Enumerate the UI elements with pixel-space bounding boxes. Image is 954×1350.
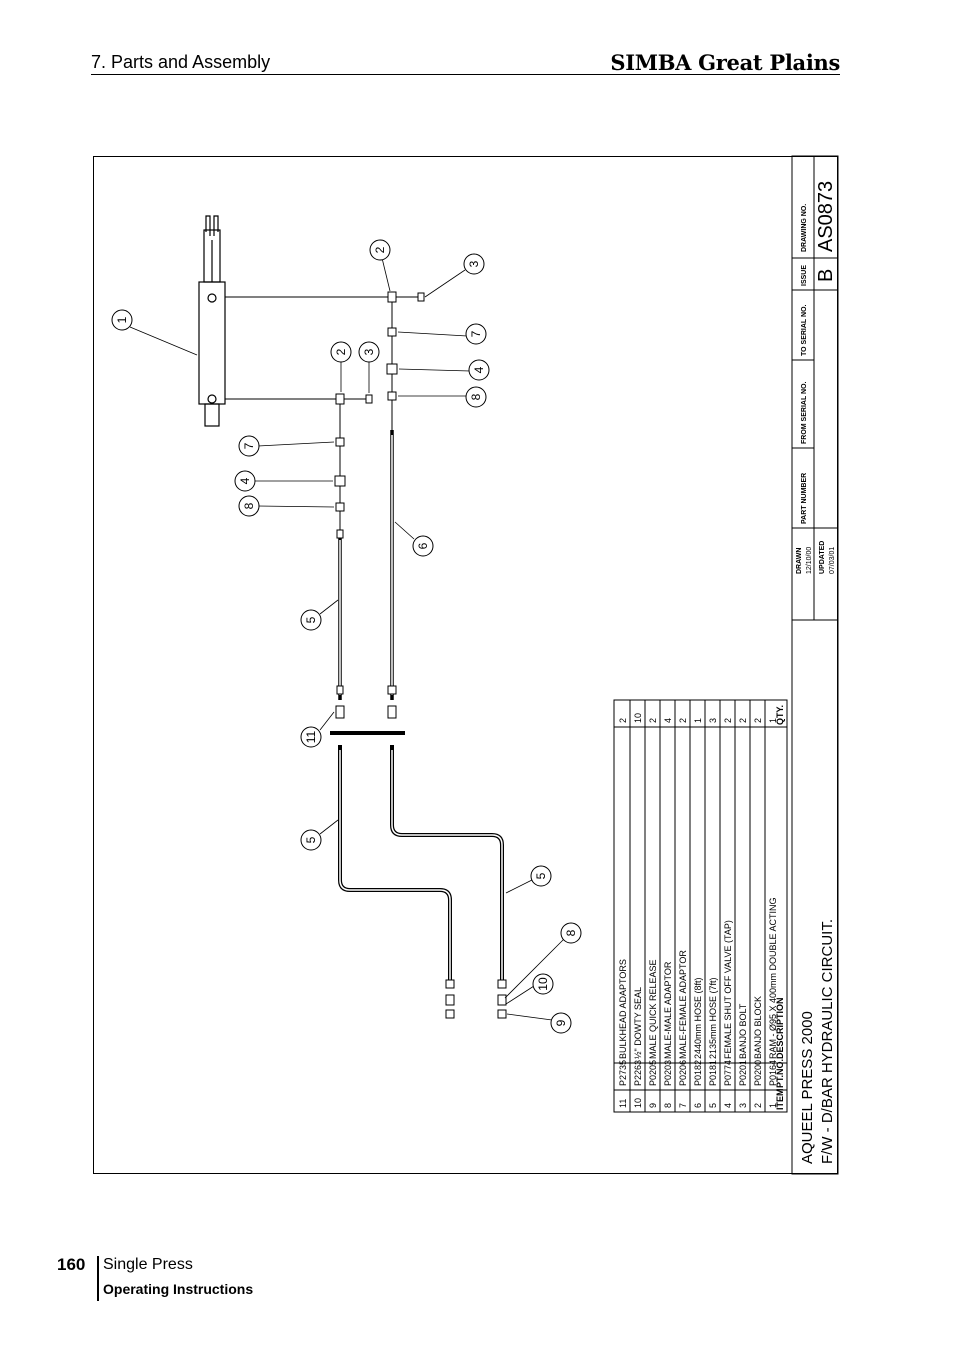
parts-quantity: 2 [753, 718, 763, 723]
parts-header-pt-no: PT.NO. [775, 1059, 785, 1088]
parts-description: BANJO BOLT [738, 1003, 748, 1059]
parts-header-description: DESCRIPTION [775, 997, 785, 1059]
updated-date: 07/03/01 [829, 547, 836, 574]
label-from-serial: FROM SERIAL NO. [801, 381, 808, 444]
callout-5: 5 [304, 616, 318, 623]
label-part-number: PART NUMBER [801, 473, 808, 524]
callout-5: 5 [534, 872, 548, 879]
parts-part-number: P0200 [753, 1060, 763, 1086]
parts-quantity: 2 [678, 718, 688, 723]
footer-title: Single Press [103, 1256, 193, 1273]
label-drawing-no: DRAWING NO. [801, 204, 808, 252]
parts-item-number: 11 [618, 1099, 628, 1108]
parts-item-number: 5 [708, 1103, 718, 1108]
parts-part-number: P0164 [768, 1060, 778, 1086]
callout-9: 9 [554, 1019, 568, 1026]
callout-3: 3 [362, 348, 376, 355]
parts-part-number: P0182 [693, 1060, 703, 1086]
parts-item-number: 10 [633, 1098, 643, 1108]
label-to-serial: TO SERIAL NO. [801, 304, 808, 356]
drawing-title-line2: F/W - D/BAR HYDRAULIC CIRCUIT. [819, 919, 836, 1164]
parts-description: 2135mm HOSE (7ft) [708, 977, 718, 1059]
parts-item-number: 3 [738, 1103, 748, 1108]
parts-item-number: 6 [693, 1103, 703, 1108]
callout-8: 8 [564, 929, 578, 936]
parts-quantity: 10 [633, 713, 643, 723]
footer-subtitle: Operating Instructions [103, 1281, 254, 1297]
parts-part-number: P2263 [633, 1060, 643, 1086]
page-number: 160 [57, 1255, 86, 1274]
callout-6: 6 [416, 542, 430, 549]
parts-quantity: 2 [648, 718, 658, 723]
callout-4: 4 [238, 477, 252, 484]
callout-7: 7 [242, 442, 256, 449]
parts-part-number: P0774 [723, 1060, 733, 1086]
parts-description: ½" DOWTY SEAL [633, 987, 643, 1059]
drawing-number: AS0873 [815, 181, 837, 252]
brand-logo: SIMBA Great Plains [610, 50, 840, 75]
parts-description: RAM - Ø95 X 400mm DOUBLE ACTING [768, 897, 778, 1059]
footer-divider [97, 1256, 99, 1301]
parts-part-number: P0205 [648, 1060, 658, 1086]
parts-part-number: P0206 [678, 1060, 688, 1086]
parts-item-number: 2 [753, 1103, 763, 1108]
parts-description: MALE-MALE ADAPTOR [663, 961, 673, 1059]
callout-2: 2 [373, 246, 387, 253]
parts-description: FEMALE SHUT OFF VALVE (TAP) [723, 920, 733, 1059]
parts-header-qty: QTY. [775, 705, 785, 725]
header-rule [91, 74, 840, 75]
parts-description: BULKHEAD ADAPTORS [618, 959, 628, 1059]
parts-item-number: 8 [663, 1103, 673, 1108]
label-drawn: DRAWN [796, 548, 803, 574]
parts-header-item: ITEM [775, 1089, 785, 1111]
callout-8: 8 [469, 393, 483, 400]
drawing-title-line1: AQUEEL PRESS 2000 [799, 1011, 816, 1164]
parts-quantity: 3 [708, 718, 718, 723]
parts-quantity: 2 [723, 718, 733, 723]
callout-1: 1 [115, 316, 129, 323]
callout-4: 4 [472, 366, 486, 373]
callout-8: 8 [242, 502, 256, 509]
drawn-date: 12/10/00 [806, 547, 813, 574]
callout-10: 10 [536, 977, 550, 991]
parts-part-number: P0203 [663, 1060, 673, 1086]
callout-2: 2 [334, 348, 348, 355]
parts-quantity: 4 [663, 718, 673, 723]
parts-item-number: 4 [723, 1103, 733, 1108]
parts-description: MALE QUICK RELEASE [648, 959, 658, 1059]
callout-7: 7 [469, 330, 483, 337]
parts-quantity: 1 [768, 718, 778, 723]
parts-description: BANJO BLOCK [753, 996, 763, 1059]
parts-quantity: 1 [693, 718, 703, 723]
parts-description: 2440mm HOSE (8ft) [693, 977, 703, 1059]
callout-11: 11 [304, 730, 318, 743]
parts-part-number: P2735 [618, 1060, 628, 1086]
callout-3: 3 [467, 260, 481, 267]
section-heading: 7. Parts and Assembly [91, 52, 271, 72]
parts-quantity: 2 [738, 718, 748, 723]
parts-description: MALE-FEMALE ADAPTOR [678, 950, 688, 1059]
parts-item-number: 7 [678, 1103, 688, 1108]
issue-letter: B [815, 269, 837, 282]
parts-item-number: 1 [768, 1103, 778, 1108]
parts-part-number: P0201 [738, 1060, 748, 1086]
callout-5: 5 [304, 836, 318, 843]
parts-part-number: P0181 [708, 1060, 718, 1086]
parts-item-number: 9 [648, 1103, 658, 1108]
label-updated: UPDATED [819, 541, 826, 574]
label-issue: ISSUE [801, 265, 808, 286]
parts-quantity: 2 [618, 718, 628, 723]
